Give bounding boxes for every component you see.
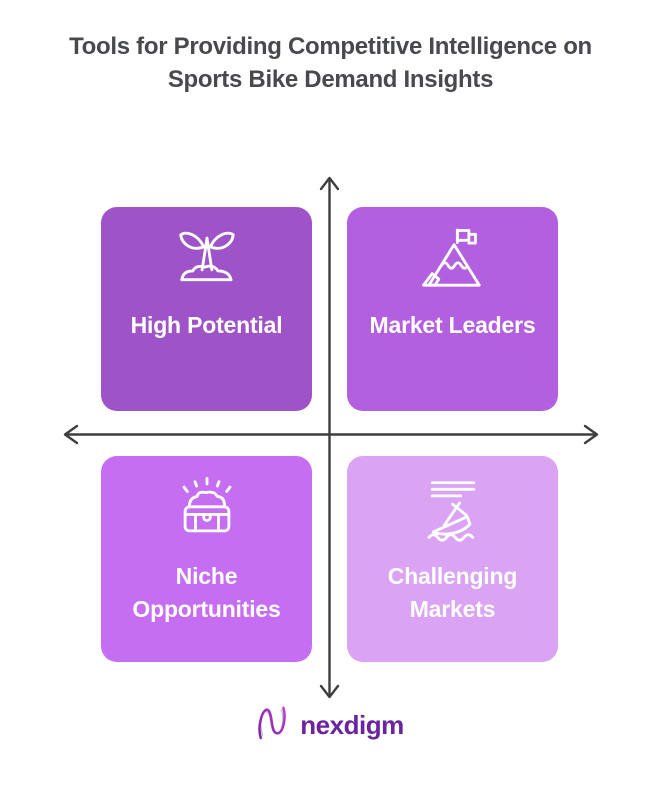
quadrant-niche-opportunities: Niche Opportunities	[101, 456, 312, 662]
page-title-line2: Sports Bike Demand Insights	[167, 66, 494, 93]
quadrant-label: Niche Opportunities	[132, 563, 281, 622]
mountain-flag-icon	[418, 225, 488, 295]
quadrant-label: Market Leaders	[369, 312, 536, 338]
quadrant-label: High Potential	[130, 312, 283, 338]
nexdigm-logo-icon	[257, 704, 291, 746]
arrow-right-icon	[583, 424, 599, 445]
horizontal-axis	[63, 424, 599, 445]
page-title: Tools for Providing Competitive Intellig…	[0, 30, 661, 96]
arrow-left-icon	[63, 424, 79, 445]
quadrant-market-leaders: Market Leaders	[347, 207, 558, 411]
arrow-down-icon	[319, 684, 340, 699]
quadrant-challenging-markets: Challenging Markets	[347, 456, 558, 662]
footer-logo: nexdigm	[0, 704, 661, 746]
treasure-chest-icon	[172, 474, 242, 544]
quadrant-high-potential: High Potential	[101, 207, 312, 411]
logo-wordmark: nexdigm	[300, 709, 404, 740]
sinking-ship-icon	[418, 474, 488, 544]
page-title-line1: Tools for Providing Competitive Intellig…	[69, 33, 592, 60]
quadrant-label: Challenging Markets	[387, 563, 518, 622]
sprout-icon	[172, 225, 242, 295]
arrow-up-icon	[319, 176, 340, 191]
vertical-axis	[319, 176, 340, 699]
